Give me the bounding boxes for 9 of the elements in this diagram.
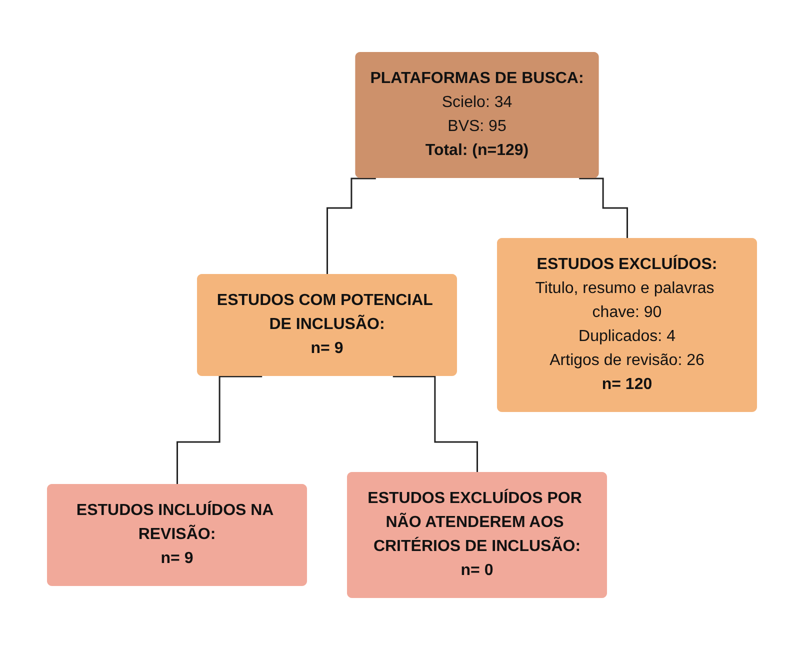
node-box: ESTUDOS INCLUÍDOS NA REVISÃO: n= 9 bbox=[47, 484, 307, 586]
connector bbox=[392, 376, 478, 474]
node-box: PLATAFORMAS DE BUSCA: Scielo: 34 BVS: 95 Total: (n=129) bbox=[355, 52, 599, 178]
node-box: ESTUDOS COM POTENCIAL DE INCLUSÃO: n= 9 bbox=[197, 274, 457, 376]
connector bbox=[176, 376, 262, 486]
node-box: ESTUDOS EXCLUÍDOS: Titulo, resumo e palavras chave: 90 Duplicados: 4 Artigos de revisão: 26 n= 120 bbox=[497, 238, 757, 412]
connector bbox=[579, 178, 628, 240]
connector bbox=[326, 178, 376, 276]
node-box: ESTUDOS EXCLUÍDOS POR NÃO ATENDEREM AOS CRITÉRIOS DE INCLUSÃO: n= 0 bbox=[347, 472, 607, 598]
